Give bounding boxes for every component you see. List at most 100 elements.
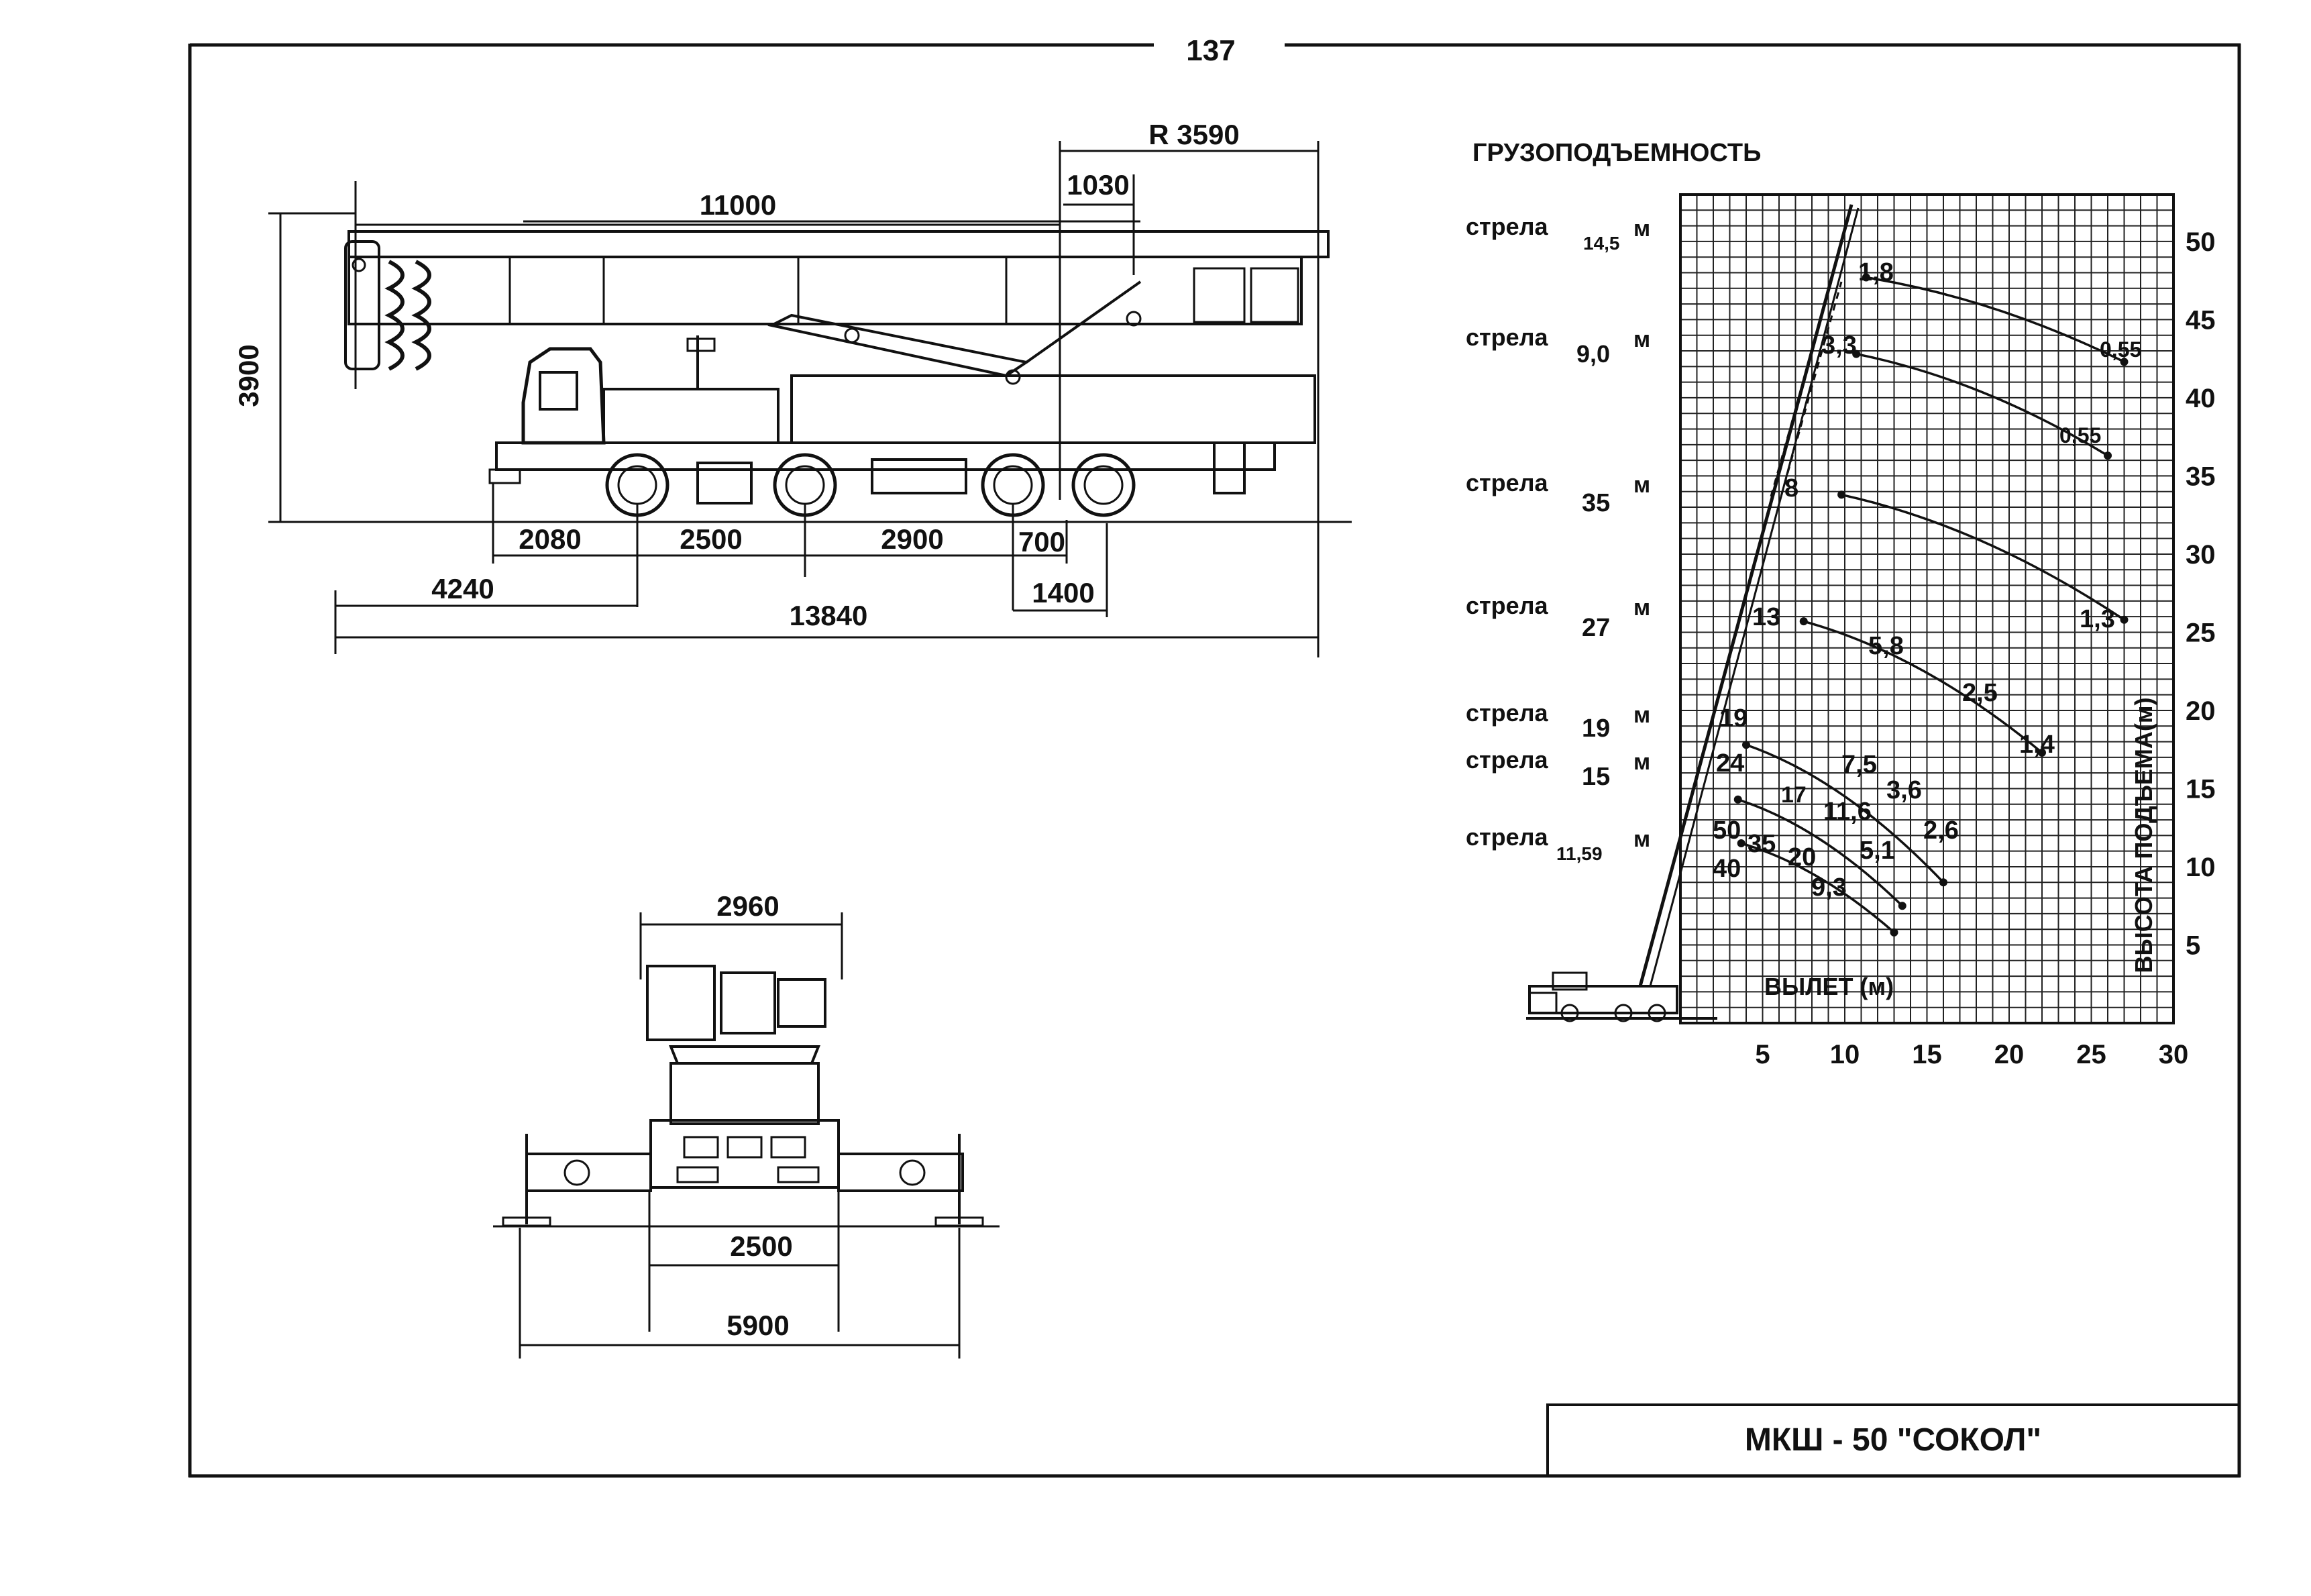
chart-ylabel: ВЫСОТА ПОДЪЕМА(м) [2130, 697, 2157, 973]
capacity-label: 0,55 [2100, 337, 2141, 362]
capacity-curve [1856, 352, 2108, 457]
dim-total-length: 13840 [790, 600, 868, 631]
boom-label-35: стрела 35 м [1466, 469, 1650, 517]
capacity-label: 40 [1713, 855, 1741, 883]
plot-frame [1679, 193, 2175, 1024]
svg-text:стрела: стрела [1466, 469, 1549, 496]
capacity-curve [1737, 798, 1903, 907]
x-tick-label: 15 [1912, 1040, 1942, 1069]
y-tick-label: 25 [2186, 618, 2216, 647]
curve-end-point [1898, 902, 1906, 910]
svg-text:9,0: 9,0 [1576, 340, 1610, 368]
svg-text:19: 19 [1582, 714, 1610, 743]
front-view: 2960 2500 5900 [493, 890, 1000, 1359]
x-tick-label: 25 [2076, 1040, 2106, 1069]
svg-text:стрела: стрела [1466, 213, 1549, 240]
svg-text:м: м [1633, 827, 1650, 852]
y-tick-label: 45 [2186, 305, 2216, 335]
x-tick-label: 5 [1755, 1040, 1770, 1069]
dim-axle-1-2: 2080 [519, 523, 581, 555]
side-dimension-labels: R 3590 11000 1030 3900 2080 2500 2900 70… [233, 119, 1240, 631]
y-tick-label: 5 [2186, 930, 2200, 960]
y-tick-label: 40 [2186, 384, 2216, 413]
capacity-label: 0,55 [2059, 423, 2101, 447]
capacity-label: 11,6 [1823, 798, 1872, 826]
capacity-label: 5,8 [1868, 632, 1904, 660]
capacity-label: 8 [1784, 474, 1798, 502]
curve-start-point [1742, 741, 1750, 749]
curve-start-point [1733, 795, 1742, 804]
capacity-label: 2,5 [1962, 679, 1998, 707]
boom-label-11-59: стрела 11,59 м [1466, 823, 1650, 864]
curve-start-point [1737, 839, 1745, 848]
capacity-curve [1866, 276, 2125, 363]
svg-text:м: м [1633, 216, 1650, 242]
capacity-curve [1803, 620, 2043, 754]
boom-label-27: стрела 27 м [1466, 592, 1650, 642]
svg-text:м: м [1633, 595, 1650, 621]
svg-text:стрела: стрела [1466, 323, 1549, 351]
svg-text:стрела: стрела [1466, 823, 1549, 851]
dim-overhang: 1030 [1067, 169, 1129, 201]
wheels [605, 453, 1136, 517]
page-number: 137 [1186, 34, 1235, 67]
boom-labels: стрела 14,5 м стрела 9,0 м стрела 35 м с… [1466, 213, 1650, 864]
capacity-label: 1,3 [2080, 605, 2115, 633]
capacity-label: 2,6 [1923, 816, 1959, 845]
dim-outrigger-span: 5900 [727, 1310, 789, 1341]
x-tick-label: 20 [1994, 1040, 2025, 1069]
capacity-label: 20 [1788, 843, 1816, 871]
svg-text:м: м [1633, 472, 1650, 498]
dim-boom-length: 11000 [700, 189, 776, 221]
dim-axle-3-4: 2900 [881, 523, 943, 555]
chart-title: ГРУЗОПОДЪЕМНОСТЬ [1472, 139, 1761, 167]
x-tick-label: 30 [2159, 1040, 2189, 1069]
y-tick-label: 50 [2186, 227, 2216, 257]
capacity-label: 50 [1713, 816, 1741, 845]
svg-text:стрела: стрела [1466, 592, 1549, 619]
svg-text:15: 15 [1582, 763, 1610, 791]
capacity-label: 24 [1716, 749, 1744, 778]
svg-text:м: м [1633, 749, 1650, 775]
capacity-label: 1,8 [1858, 258, 1894, 286]
boom-label-15: стрела 15 м [1466, 746, 1650, 791]
svg-text:35: 35 [1582, 489, 1610, 517]
x-tick-label: 10 [1830, 1040, 1860, 1069]
capacity-label: 7,5 [1841, 751, 1877, 779]
dim-radius: R 3590 [1148, 119, 1239, 150]
svg-text:стрела: стрела [1466, 699, 1549, 727]
capacity-label: 5,1 [1860, 837, 1895, 865]
sheet-frame: 137 [188, 34, 2241, 1478]
capacity-label: 9,3 [1811, 873, 1847, 902]
curve-end-point [2120, 615, 2129, 624]
svg-text:м: м [1633, 702, 1650, 728]
model-title: МКШ - 50 "СОКОЛ" [1745, 1422, 2041, 1458]
capacity-label: 1,4 [2019, 731, 2055, 759]
curve-end-point [2120, 358, 2129, 366]
svg-text:14,5: 14,5 [1583, 233, 1620, 254]
svg-text:м: м [1633, 327, 1650, 352]
dim-axle-4-5: 700 [1018, 526, 1065, 557]
curve-start-point [1852, 350, 1861, 358]
svg-text:стрела: стрела [1466, 746, 1549, 774]
curve-start-point [1799, 617, 1808, 626]
y-tick-label: 30 [2186, 540, 2216, 570]
dim-cab-width: 2960 [716, 890, 779, 922]
curve-end-point [2038, 748, 2046, 757]
chart-x-ticks: 5 10 15 20 25 30 [1755, 1040, 2188, 1069]
curve-end-point [1939, 878, 1947, 887]
boom-label-19: стрела 19 м [1466, 699, 1650, 743]
capacity-labels: 1,8 0,55 3,3 0,55 8 1,3 13 5,8 2,5 1,4 1… [1713, 258, 2141, 902]
curve-end-point [2104, 451, 2112, 460]
load-chart: ГРУЗОПОДЪЕМНОСТЬ 5 10 15 20 25 30 5 10 15 20 25 30… [1466, 139, 2216, 1069]
y-tick-label: 35 [2186, 462, 2216, 491]
capacity-curve [1741, 842, 1895, 934]
capacity-label: 17 [1781, 782, 1807, 808]
curve-start-point [1862, 273, 1870, 282]
capacity-label: 3,6 [1886, 776, 1922, 804]
dim-height: 3900 [233, 344, 264, 407]
svg-text:11,59: 11,59 [1556, 843, 1603, 864]
capacity-label: 13 [1752, 603, 1780, 631]
capacity-label: 19 [1719, 704, 1748, 733]
